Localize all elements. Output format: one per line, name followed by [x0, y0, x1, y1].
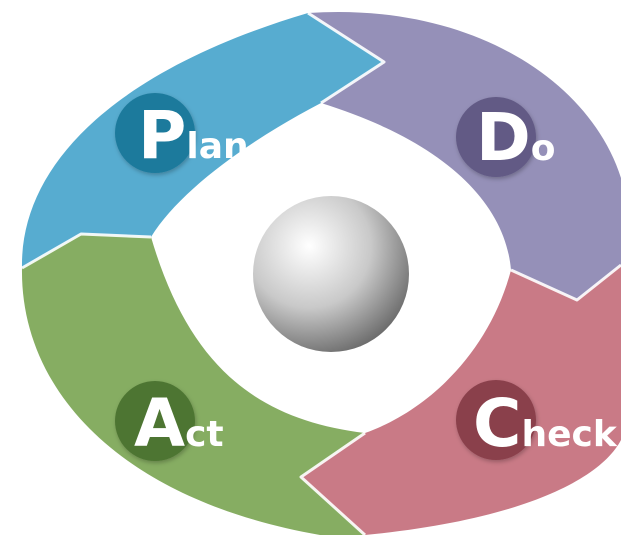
- act-badge: Act: [115, 381, 224, 462]
- check-badge: Check: [456, 380, 618, 462]
- do-initial: D: [476, 99, 531, 176]
- act-rest: ct: [185, 414, 224, 455]
- plan-badge-circle: [115, 93, 195, 173]
- plan-initial: P: [138, 97, 186, 174]
- act-label: Act: [134, 385, 224, 462]
- act-initial: A: [134, 385, 185, 462]
- do-label: Do: [476, 99, 556, 176]
- check-rest: heck: [521, 414, 617, 455]
- act-badge-circle: [115, 381, 195, 461]
- do-badge-circle: [456, 97, 536, 177]
- plan-label: Plan: [138, 97, 249, 174]
- check-badge-circle: [456, 380, 536, 460]
- act-arrow-segment: [21, 234, 366, 535]
- plan-arrow-segment: [21, 13, 384, 268]
- plan-badge: Plan: [115, 93, 249, 174]
- center-sphere: [253, 196, 409, 352]
- check-label: Check: [473, 385, 618, 462]
- plan-rest: lan: [186, 126, 248, 167]
- check-arrow-segment: [301, 265, 621, 535]
- do-badge: Do: [456, 97, 556, 177]
- segment-separators: [21, 11, 621, 535]
- do-rest: o: [531, 128, 556, 169]
- check-initial: C: [473, 385, 521, 462]
